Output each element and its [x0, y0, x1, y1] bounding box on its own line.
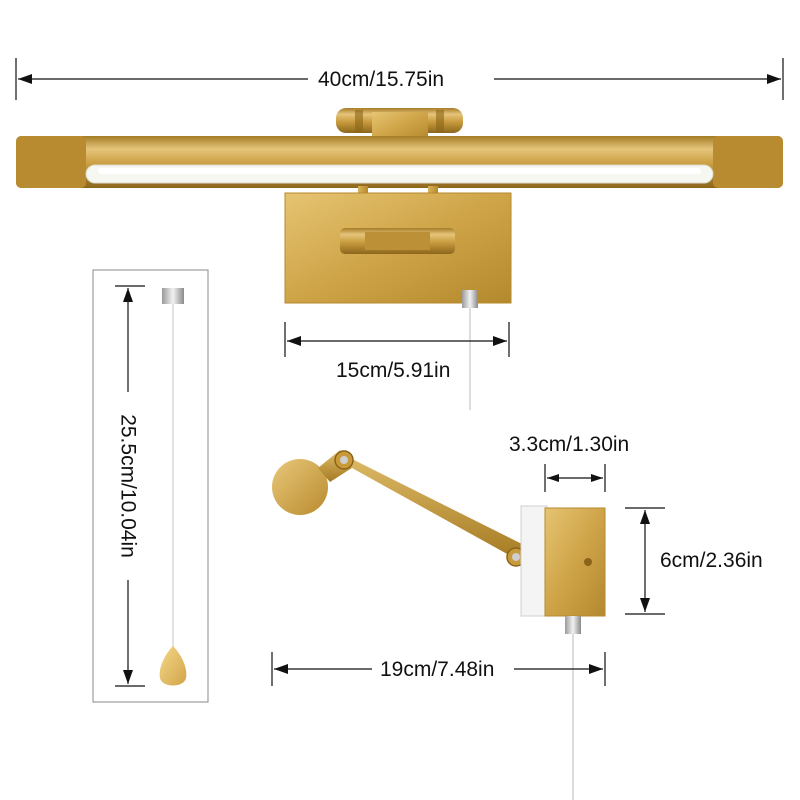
backplate-height-label: 6cm/2.36in — [660, 549, 763, 572]
pull-bead-icon — [159, 646, 187, 686]
light-bar — [16, 136, 783, 188]
backplate-depth-dimension — [544, 464, 606, 492]
backplate-width-dimension — [284, 322, 510, 357]
bar-hinge — [336, 108, 463, 140]
bar-end-cap — [272, 459, 328, 515]
backplate-depth-label: 3.3cm/1.30in — [509, 433, 630, 456]
swing-arm — [338, 452, 526, 560]
pull-cord-length-label: 25.5cm/10.04in — [116, 414, 140, 558]
backplate-height-dimension — [625, 507, 665, 615]
pull-cord — [159, 288, 187, 686]
arm-projection-dimension — [271, 652, 606, 686]
side-profile — [272, 450, 606, 800]
pull-cord-length-dimension — [115, 285, 145, 687]
backplate-box — [544, 507, 606, 617]
back-plate — [284, 192, 512, 308]
pull-cord-inset — [92, 269, 209, 703]
backplate-width-label: 15cm/5.91in — [336, 359, 451, 382]
overall-width-dimension — [15, 58, 784, 100]
arm-projection-label: 19cm/7.48in — [380, 658, 495, 681]
overall-width-label: 40cm/15.75in — [318, 68, 445, 91]
